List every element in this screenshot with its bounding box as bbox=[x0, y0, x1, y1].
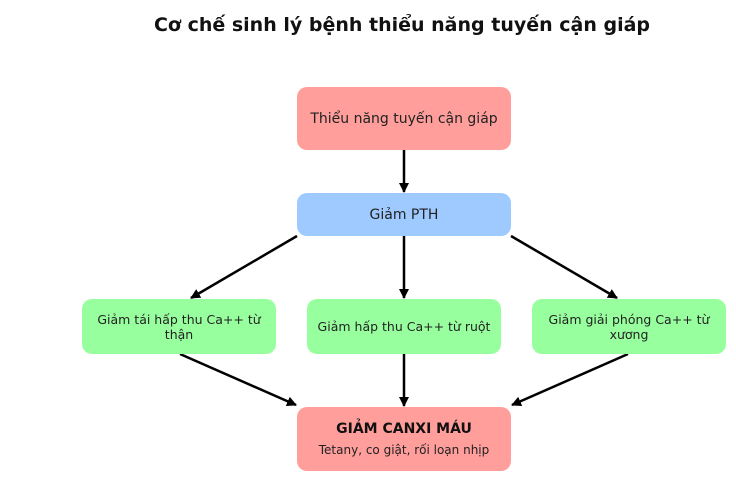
node-intestinal-absorption: Giảm hấp thu Ca++ từ ruột bbox=[307, 299, 501, 354]
node-hypocalcemia-title: GIẢM CANXI MÁU bbox=[336, 421, 472, 437]
node-hypoparathyroidism-label: Thiểu năng tuyến cận giáp bbox=[310, 110, 498, 127]
node-hypoparathyroidism: Thiểu năng tuyến cận giáp bbox=[297, 87, 511, 150]
arrow-bone-to-result bbox=[511, 352, 629, 407]
node-hypocalcemia: GIẢM CANXI MÁU Tetany, co giật, rối loạn… bbox=[297, 407, 511, 471]
node-kidney-reabsorption-label: Giảm tái hấp thu Ca++ từ thận bbox=[97, 311, 261, 342]
node-intestinal-absorption-label: Giảm hấp thu Ca++ từ ruột bbox=[317, 319, 491, 334]
arrow-pth-to-kidney bbox=[190, 234, 298, 300]
node-decreased-pth: Giảm PTH bbox=[297, 193, 511, 236]
diagram-title: Cơ chế sinh lý bệnh thiểu năng tuyến cận… bbox=[153, 14, 651, 36]
node-bone-release: Giảm giải phóng Ca++ từ xương bbox=[532, 299, 726, 354]
node-bone-release-label: Giảm giải phóng Ca++ từ xương bbox=[548, 311, 710, 342]
arrow-pth-to-bone bbox=[510, 234, 618, 300]
arrow-kidney-to-result bbox=[179, 352, 297, 407]
node-decreased-pth-label: Giảm PTH bbox=[369, 206, 439, 223]
node-kidney-reabsorption: Giảm tái hấp thu Ca++ từ thận bbox=[82, 299, 276, 354]
node-hypocalcemia-subtitle: Tetany, co giật, rối loạn nhịp bbox=[318, 443, 490, 457]
